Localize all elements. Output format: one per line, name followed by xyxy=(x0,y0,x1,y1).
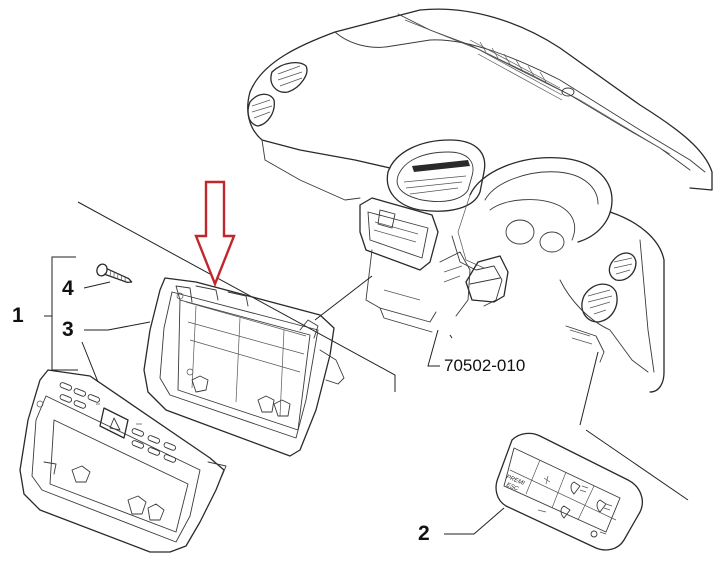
part-3-frame xyxy=(143,277,345,457)
red-indicator-arrow xyxy=(194,180,236,288)
callout-4: 4 xyxy=(62,277,74,300)
callout-1: 1 xyxy=(12,304,24,327)
hazard-triangle-icon xyxy=(99,407,129,439)
callout-3: 3 xyxy=(62,318,74,341)
part-1-control-panel xyxy=(19,369,227,553)
svg-text:ESC: ESC xyxy=(505,482,519,492)
reference-lines xyxy=(77,201,689,501)
dashboard-assembly xyxy=(247,8,713,393)
button-row xyxy=(59,382,177,463)
part-4-screw xyxy=(96,263,133,283)
reference-code: 70502-010 xyxy=(444,356,525,375)
part-2-switch-module: PREMI ESC xyxy=(495,432,643,551)
power-icon xyxy=(590,530,607,538)
callout-2: 2 xyxy=(418,522,430,545)
fog-light-icon xyxy=(560,481,613,519)
callout-leaders xyxy=(44,256,505,535)
